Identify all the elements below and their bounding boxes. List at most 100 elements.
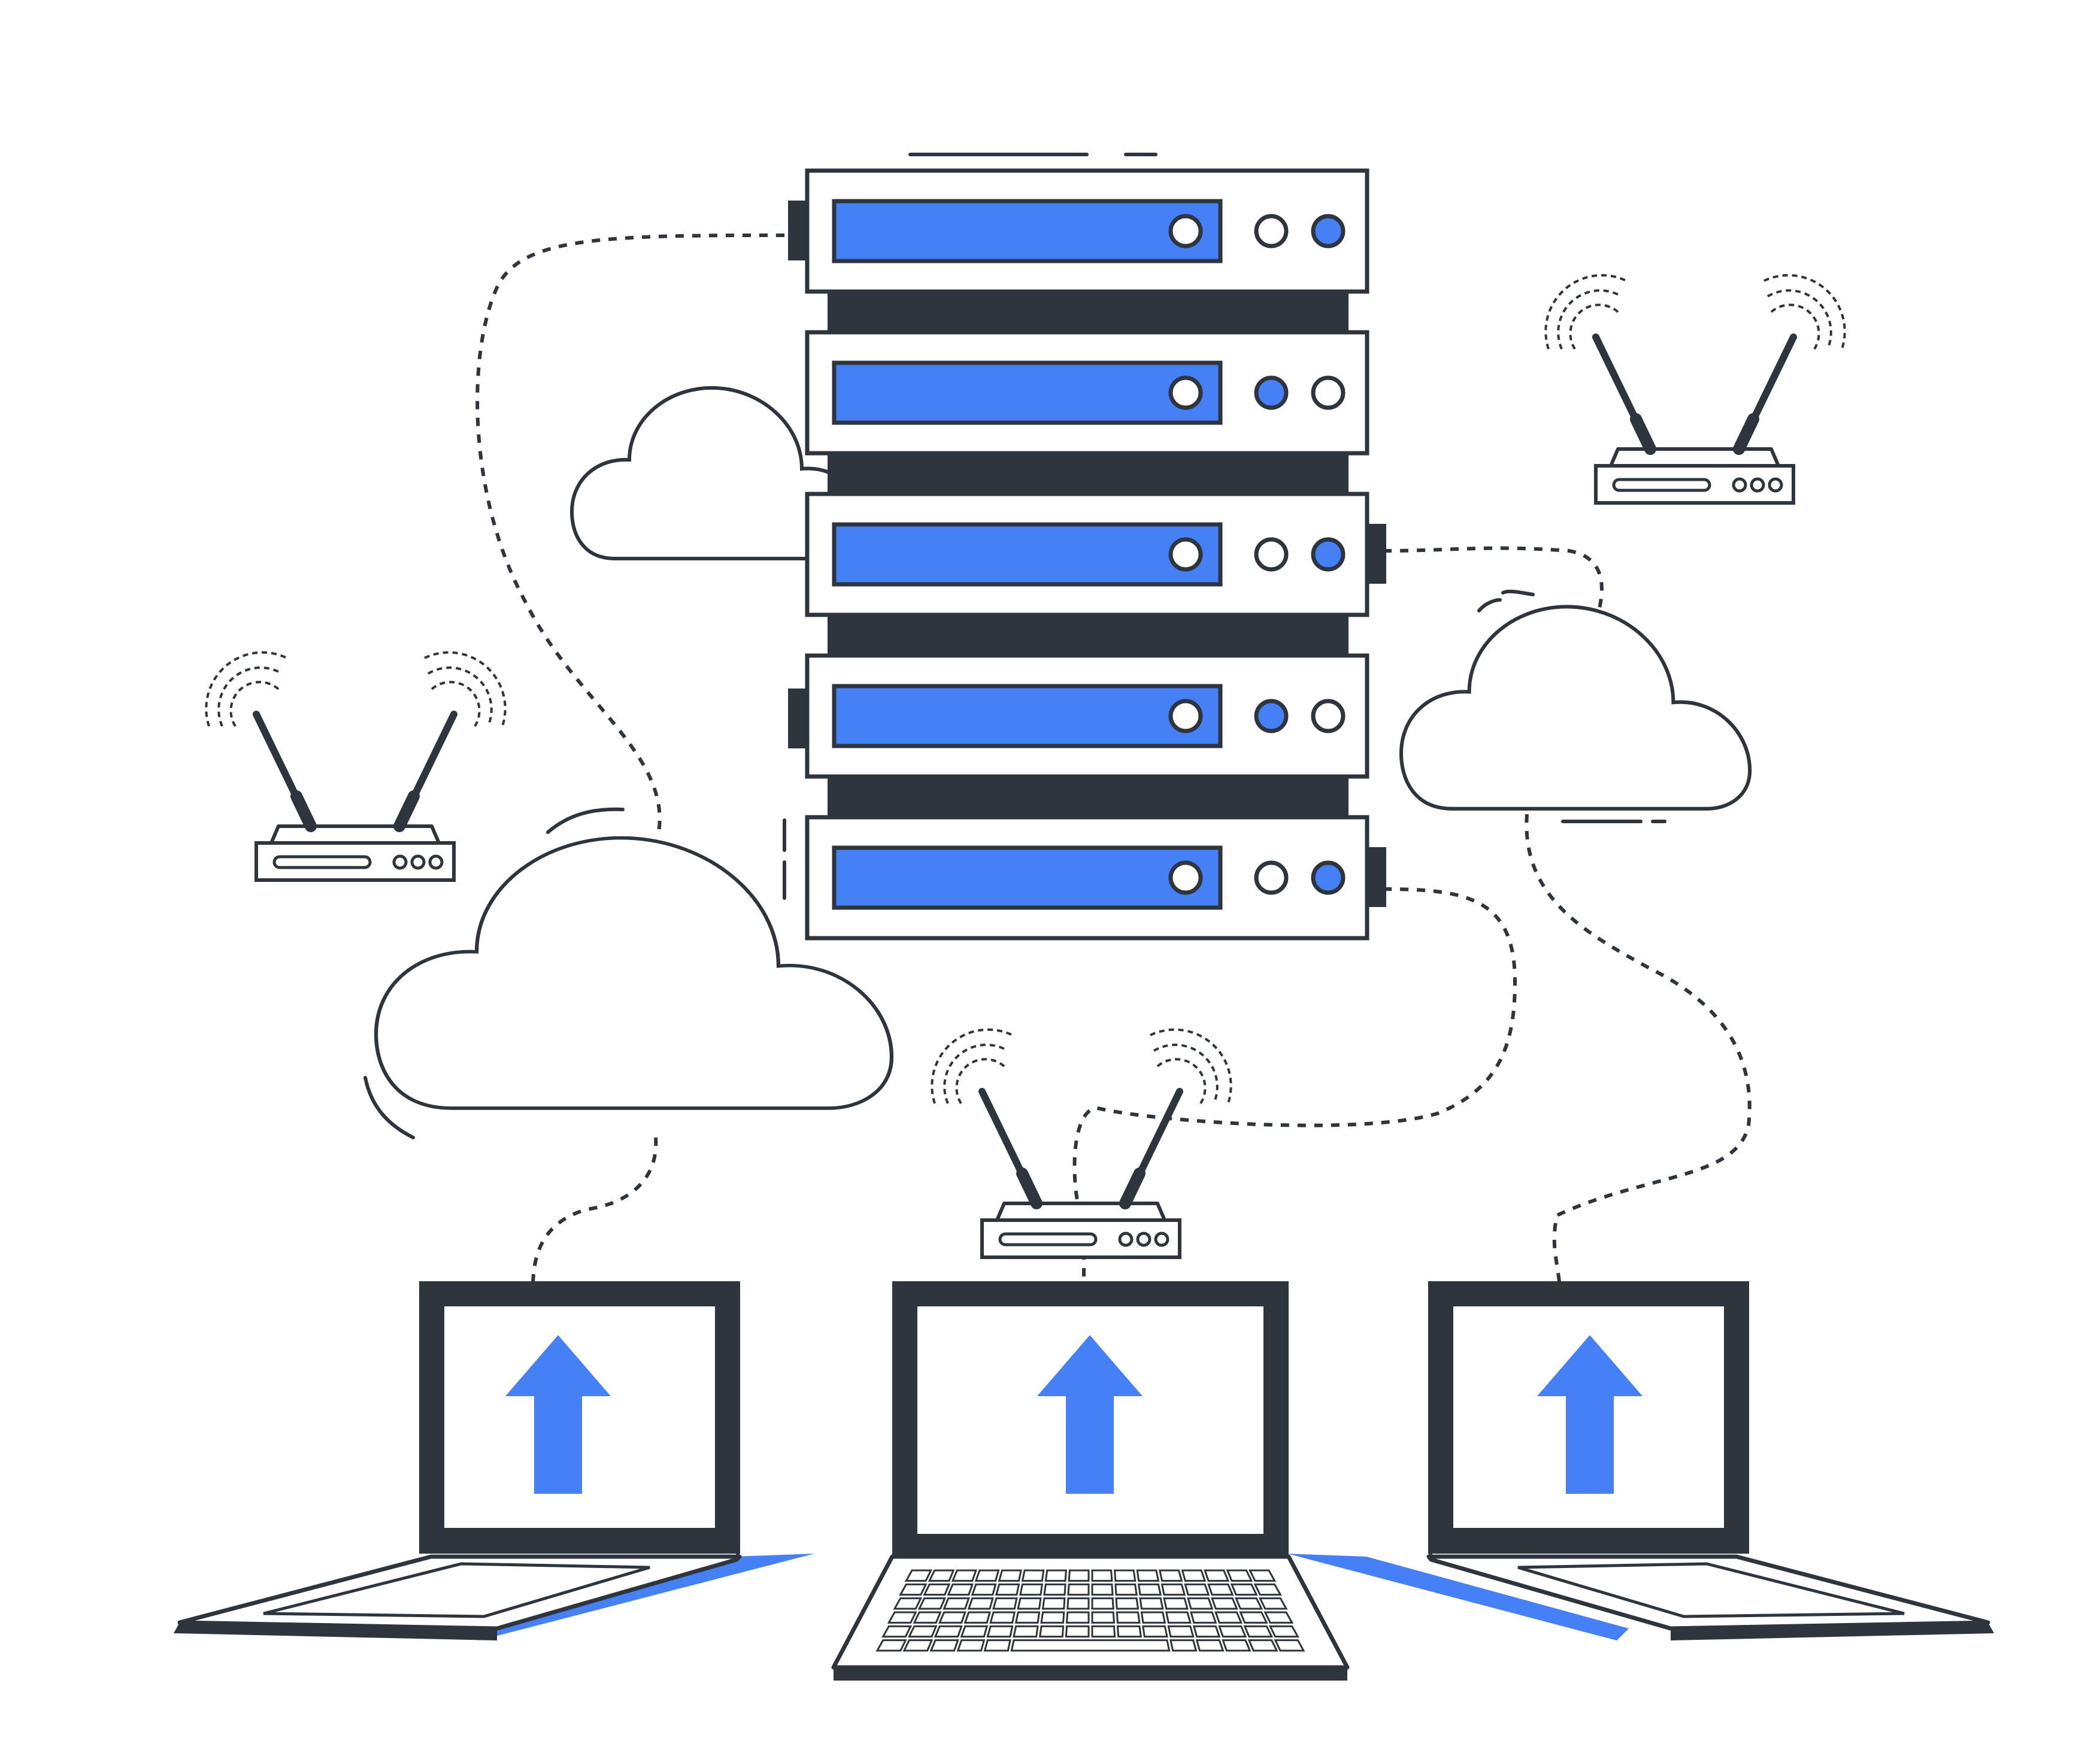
keyboard-key	[1190, 1611, 1217, 1624]
keyboard-key	[1040, 1611, 1065, 1624]
keyboard-key	[1038, 1625, 1065, 1638]
keyboard-key	[1239, 1611, 1268, 1624]
keyboard-key	[1140, 1611, 1166, 1624]
keyboard-key	[1116, 1625, 1143, 1638]
keyboard-key	[951, 1569, 977, 1582]
keyboard-key	[1248, 1569, 1277, 1582]
keyboard-key	[1116, 1611, 1141, 1624]
keyboard-key	[1211, 1597, 1238, 1610]
server-rack	[783, 153, 1386, 938]
keyboard-key	[904, 1569, 933, 1582]
keyboard-key	[1268, 1625, 1299, 1638]
keyboard-key	[1021, 1569, 1045, 1582]
keyboard-key	[956, 1639, 986, 1652]
laptop-left	[174, 1281, 814, 1640]
keyboard-key	[1207, 1583, 1234, 1596]
spacebar-key	[1010, 1639, 1171, 1652]
dashed-link	[531, 1137, 658, 1288]
keyboard-key	[1043, 1583, 1066, 1596]
server-unit	[807, 494, 1367, 615]
dashed-link	[1072, 887, 1517, 1204]
keyboard-key	[998, 1569, 1022, 1582]
keyboard-key	[1274, 1639, 1305, 1652]
keyboard-key	[1181, 1569, 1207, 1582]
keyboard-key	[943, 1597, 970, 1610]
keyboard-key	[893, 1597, 923, 1610]
keyboard-key	[1044, 1569, 1067, 1582]
keyboard-key	[1226, 1569, 1253, 1582]
keyboard-key	[963, 1611, 991, 1624]
keyboard-key	[917, 1597, 947, 1610]
laptop-right	[1287, 1281, 1994, 1640]
keyboard-key	[1163, 1597, 1189, 1610]
wifi-router-icon	[1546, 275, 1844, 503]
keyboard-key	[1184, 1583, 1210, 1596]
keyboard-key	[928, 1569, 955, 1582]
server-unit	[807, 656, 1367, 777]
keyboard-key	[1137, 1583, 1162, 1596]
keyboard-key	[1218, 1625, 1247, 1638]
keyboard-key	[913, 1611, 942, 1624]
keyboard-key	[1195, 1639, 1225, 1652]
keyboard-key	[938, 1611, 966, 1624]
keyboard-key	[887, 1611, 917, 1624]
keyboard-key	[1160, 1583, 1186, 1596]
keyboard-key	[1159, 1569, 1183, 1582]
keyboard-key	[907, 1625, 938, 1638]
keyboard-key	[983, 1639, 1011, 1652]
keyboard-key	[989, 1611, 1016, 1624]
cloud	[1401, 606, 1750, 808]
keyboard-key	[1014, 1611, 1041, 1624]
keyboard-key	[1019, 1583, 1044, 1596]
keyboard-key	[947, 1583, 974, 1596]
server-unit	[807, 171, 1367, 292]
keyboard-key	[1142, 1625, 1168, 1638]
keyboard-key	[1091, 1597, 1114, 1610]
server-unit	[807, 332, 1367, 453]
wifi-router-icon	[206, 653, 505, 880]
keyboard-key	[1041, 1597, 1066, 1610]
keyboard-key	[1115, 1597, 1140, 1610]
keyboard-key	[967, 1597, 994, 1610]
keyboard-key	[881, 1625, 913, 1638]
laptop-keyboard	[875, 1569, 1305, 1652]
keyboard-key	[1136, 1569, 1160, 1582]
keyboard-key	[1114, 1583, 1138, 1596]
keyboard-key	[1204, 1569, 1230, 1582]
connection-lines	[475, 233, 1751, 1288]
keyboard-key	[1091, 1569, 1113, 1582]
keyboard-key	[1165, 1611, 1192, 1624]
keyboard-key	[1234, 1597, 1263, 1610]
keyboard-key	[1253, 1583, 1282, 1596]
keyboard-key	[923, 1583, 951, 1596]
keyboard-key	[899, 1583, 928, 1596]
keyboard-key	[1230, 1583, 1258, 1596]
keyboard-key	[875, 1639, 907, 1652]
keyboard-key	[902, 1639, 934, 1652]
keyboard-key	[1167, 1625, 1195, 1638]
keyboard-key	[960, 1625, 989, 1638]
keyboard-key	[1139, 1597, 1164, 1610]
keyboard-key	[995, 1583, 1020, 1596]
keyboard-key	[1067, 1583, 1090, 1596]
keyboard-key	[1247, 1639, 1278, 1652]
keyboard-key	[1187, 1597, 1214, 1610]
keyboard-key	[1068, 1569, 1090, 1582]
wifi-router-icon	[932, 1030, 1231, 1257]
keyboard-key	[986, 1625, 1014, 1638]
keyboard-key	[1017, 1597, 1042, 1610]
keyboard-key	[1214, 1611, 1243, 1624]
keyboard-key	[1258, 1597, 1288, 1610]
keyboard-key	[1065, 1611, 1090, 1624]
keyboard-key	[929, 1639, 959, 1652]
keyboard-key	[1091, 1625, 1116, 1638]
keyboard-key	[1091, 1611, 1116, 1624]
keyboard-key	[1263, 1611, 1294, 1624]
keyboard-key	[1222, 1639, 1251, 1652]
keyboard-key	[1066, 1597, 1090, 1610]
keyboard-key	[1065, 1625, 1090, 1638]
dashed-link	[1383, 546, 1604, 611]
keyboard-key	[992, 1597, 1018, 1610]
keyboard-key	[1192, 1625, 1221, 1638]
